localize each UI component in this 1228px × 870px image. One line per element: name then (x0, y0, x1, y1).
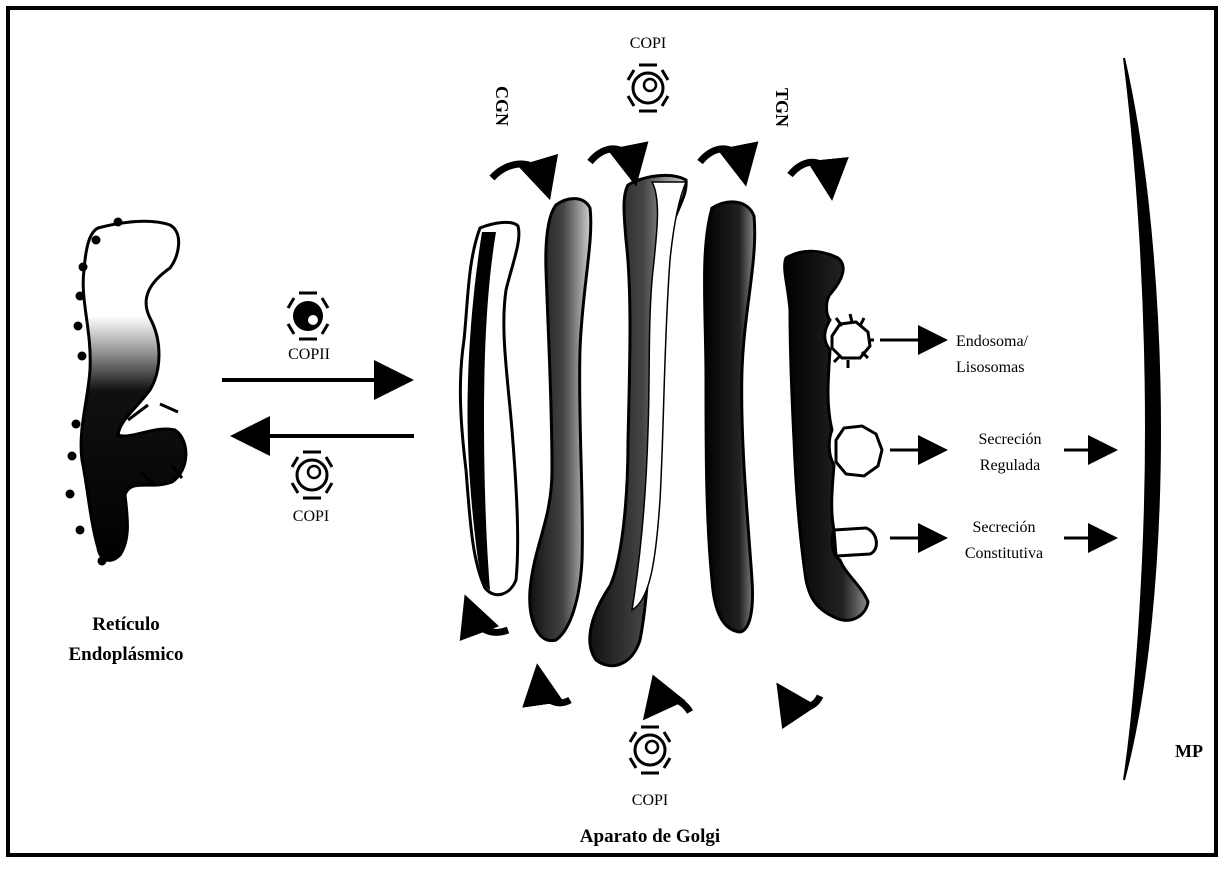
endosome-label-line2: Lisosomas (956, 359, 1024, 376)
ribosome-dot (114, 218, 123, 227)
ribosome-dot (76, 526, 85, 535)
copi-top-vesicle-icon (628, 65, 668, 111)
curved-arrow-bottom-1 (472, 614, 508, 632)
ribosome-dot (76, 292, 85, 301)
curved-arrow-bottom-4 (788, 696, 820, 708)
golgi-cisterna-4 (705, 202, 755, 632)
ribosome-dot (78, 352, 87, 361)
constitutive-label-line1: Secreción (972, 519, 1035, 536)
plasma-membrane (1124, 58, 1160, 780)
constitutive-vesicle-icon (834, 528, 876, 556)
ribosome-dot (98, 557, 107, 566)
golgi-stack (460, 175, 868, 665)
ribosome-dot (68, 452, 77, 461)
copi-bottom-vesicle-icon (630, 727, 670, 773)
constitutive-label-line2: Constitutiva (965, 545, 1043, 562)
curved-arrow-bottom-2 (540, 684, 570, 703)
curved-arrow-top-1 (492, 164, 544, 180)
membrane-label: MP (1175, 741, 1203, 761)
copi-top-label: COPI (630, 35, 666, 52)
curved-arrow-top-3 (700, 149, 742, 166)
er-label-line1: Retículo (92, 614, 160, 635)
ribosome-dot (72, 420, 81, 429)
curved-arrow-bottom-3 (656, 698, 690, 712)
copi-bottom-label: COPI (632, 792, 668, 809)
endosome-vesicle-icon (832, 314, 874, 368)
regulated-label-line2: Regulada (980, 457, 1040, 474)
endosome-label-line1: Endosoma/ (956, 333, 1029, 350)
curved-arrow-top-2 (590, 149, 632, 166)
ribosome-dot (79, 263, 88, 272)
er-label-line2: Endoplásmico (68, 644, 183, 665)
curved-arrow-top-4 (790, 162, 830, 180)
copii-vesicle-icon (288, 293, 328, 339)
cgn-label: CGN (492, 86, 512, 126)
regulated-label-line1: Secreción (978, 431, 1041, 448)
golgi-title: Aparato de Golgi (580, 826, 720, 847)
regulated-granule-icon (836, 426, 882, 476)
ribosome-dot (66, 490, 75, 499)
ribosome-dot (92, 236, 101, 245)
tgn-label: TGN (772, 88, 792, 127)
copi-retrograde-label: COPI (293, 508, 329, 525)
ribosome-dot (74, 322, 83, 331)
endoplasmic-reticulum (66, 218, 186, 566)
golgi-cisterna-2 (530, 199, 591, 641)
copii-label: COPII (288, 346, 330, 363)
copi-vesicle-icon (292, 452, 332, 498)
